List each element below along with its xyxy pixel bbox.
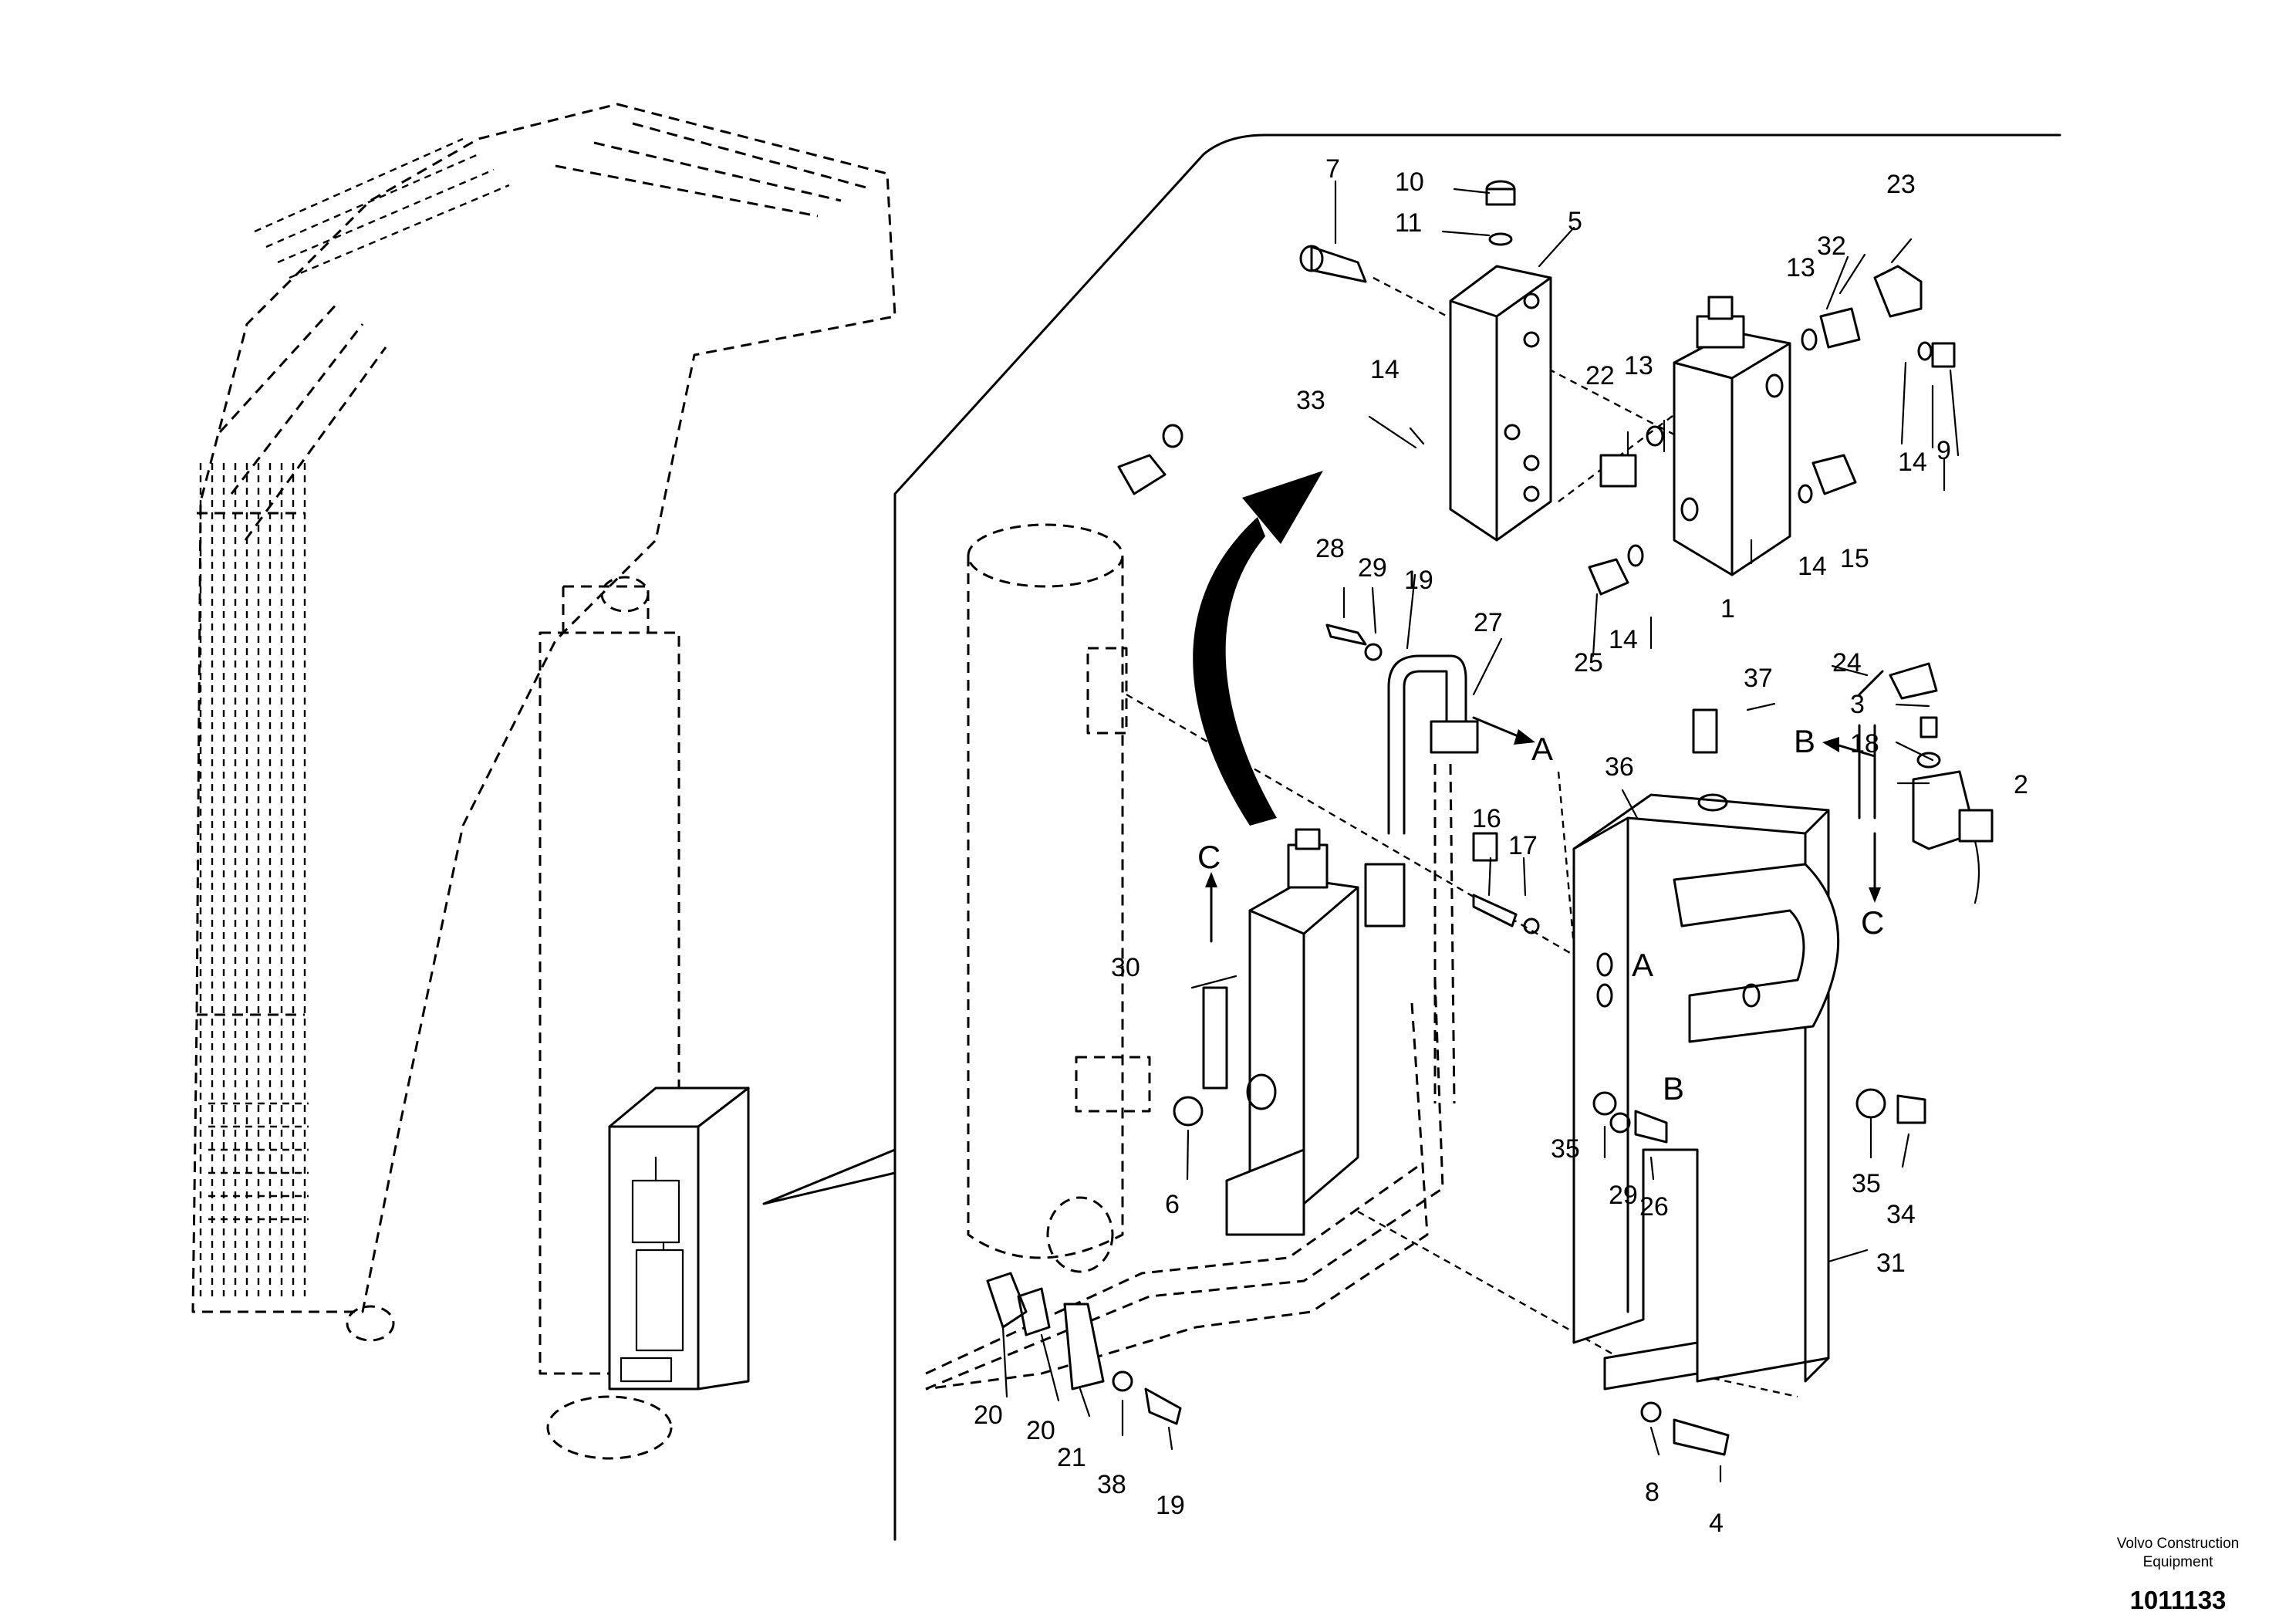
callout-21: 21 [1057,1443,1086,1472]
valve-block-1 [1673,296,1791,576]
callout-37: 37 [1744,664,1773,693]
callout-3: 3 [1850,690,1865,719]
tube-12 [1387,654,1467,835]
callout-29a: 29 [1358,553,1387,583]
letter-c-2: C [1861,904,1884,941]
callout-1: 1 [1720,594,1735,623]
rotation-arrow [1193,471,1323,826]
callout-32: 32 [1817,231,1846,261]
callout-34: 34 [1886,1200,1916,1229]
callout-24: 24 [1832,648,1862,678]
letter-b-2: B [1794,723,1815,759]
callout-35a: 35 [1551,1134,1580,1164]
callout-28: 28 [1315,534,1345,563]
callout-13a: 13 [1786,253,1815,282]
callout-numbers: 7 10 11 5 23 32 13 33 14 22 13 14 9 14 1… [974,154,2028,1538]
letter-a-2: A [1632,947,1653,983]
callout-15: 15 [1840,544,1869,573]
valve-block-5 [1449,265,1552,542]
callout-22: 22 [1585,361,1615,390]
callout-14a: 14 [1370,355,1400,384]
callout-17: 17 [1508,831,1538,860]
callout-35b: 35 [1852,1169,1881,1198]
detail-pointer [762,1148,896,1541]
callout-31: 31 [1876,1249,1906,1278]
valve-block-lower [1173,828,1406,1236]
callout-27: 27 [1474,608,1503,637]
callout-38: 38 [1097,1470,1126,1499]
callout-14c: 14 [1798,552,1827,581]
callout-16: 16 [1472,804,1501,833]
brand-line-2: Equipment [2143,1554,2214,1570]
callout-30: 30 [1111,953,1140,982]
callout-26: 26 [1639,1192,1669,1222]
boom-overview [191,103,896,1460]
callout-8: 8 [1645,1478,1660,1507]
leader-lines [1001,180,1960,1483]
callout-18: 18 [1850,729,1879,759]
callout-7: 7 [1325,154,1340,184]
brand-line-1: Volvo Construction [2117,1536,2239,1552]
callout-nineteen: 19 [1156,1491,1185,1520]
letter-a-1: A [1531,731,1553,767]
callout-36: 36 [1605,752,1634,782]
boom-cylinder [925,523,1444,1391]
callout-23: 23 [1886,170,1916,199]
detail-frame [893,133,2061,1541]
callout-5: 5 [1568,207,1582,236]
callout-20b: 20 [1026,1416,1055,1445]
small-parts [986,180,1994,1456]
bracket-31 [1572,793,1840,1391]
callout-9: 9 [1936,436,1951,465]
letter-b-1: B [1663,1070,1684,1107]
document-number: 1011133 [2130,1586,2227,1614]
callout-20a: 20 [974,1401,1003,1430]
letter-c-1: C [1197,839,1221,875]
callout-14b: 14 [1898,448,1927,477]
clamp-27 [1430,720,1479,754]
callout-29b: 29 [1609,1181,1638,1210]
hose-lines [925,763,1456,1391]
flow-letter-labels: A A B B C C [1197,723,1884,1107]
callout-12: 19 [1404,566,1433,595]
callout-10: 10 [1395,167,1424,197]
callout-13b: 13 [1624,351,1653,380]
callout-6: 6 [1165,1190,1180,1219]
callout-2: 2 [2014,770,2028,799]
callout-25: 25 [1574,648,1603,678]
callout-11: 11 [1395,208,1422,238]
footer-block: Volvo Construction Equipment 1011133 [2117,1536,2239,1614]
callout-14d: 14 [1609,625,1638,654]
callout-4: 4 [1709,1509,1724,1538]
callout-33: 33 [1296,386,1325,415]
